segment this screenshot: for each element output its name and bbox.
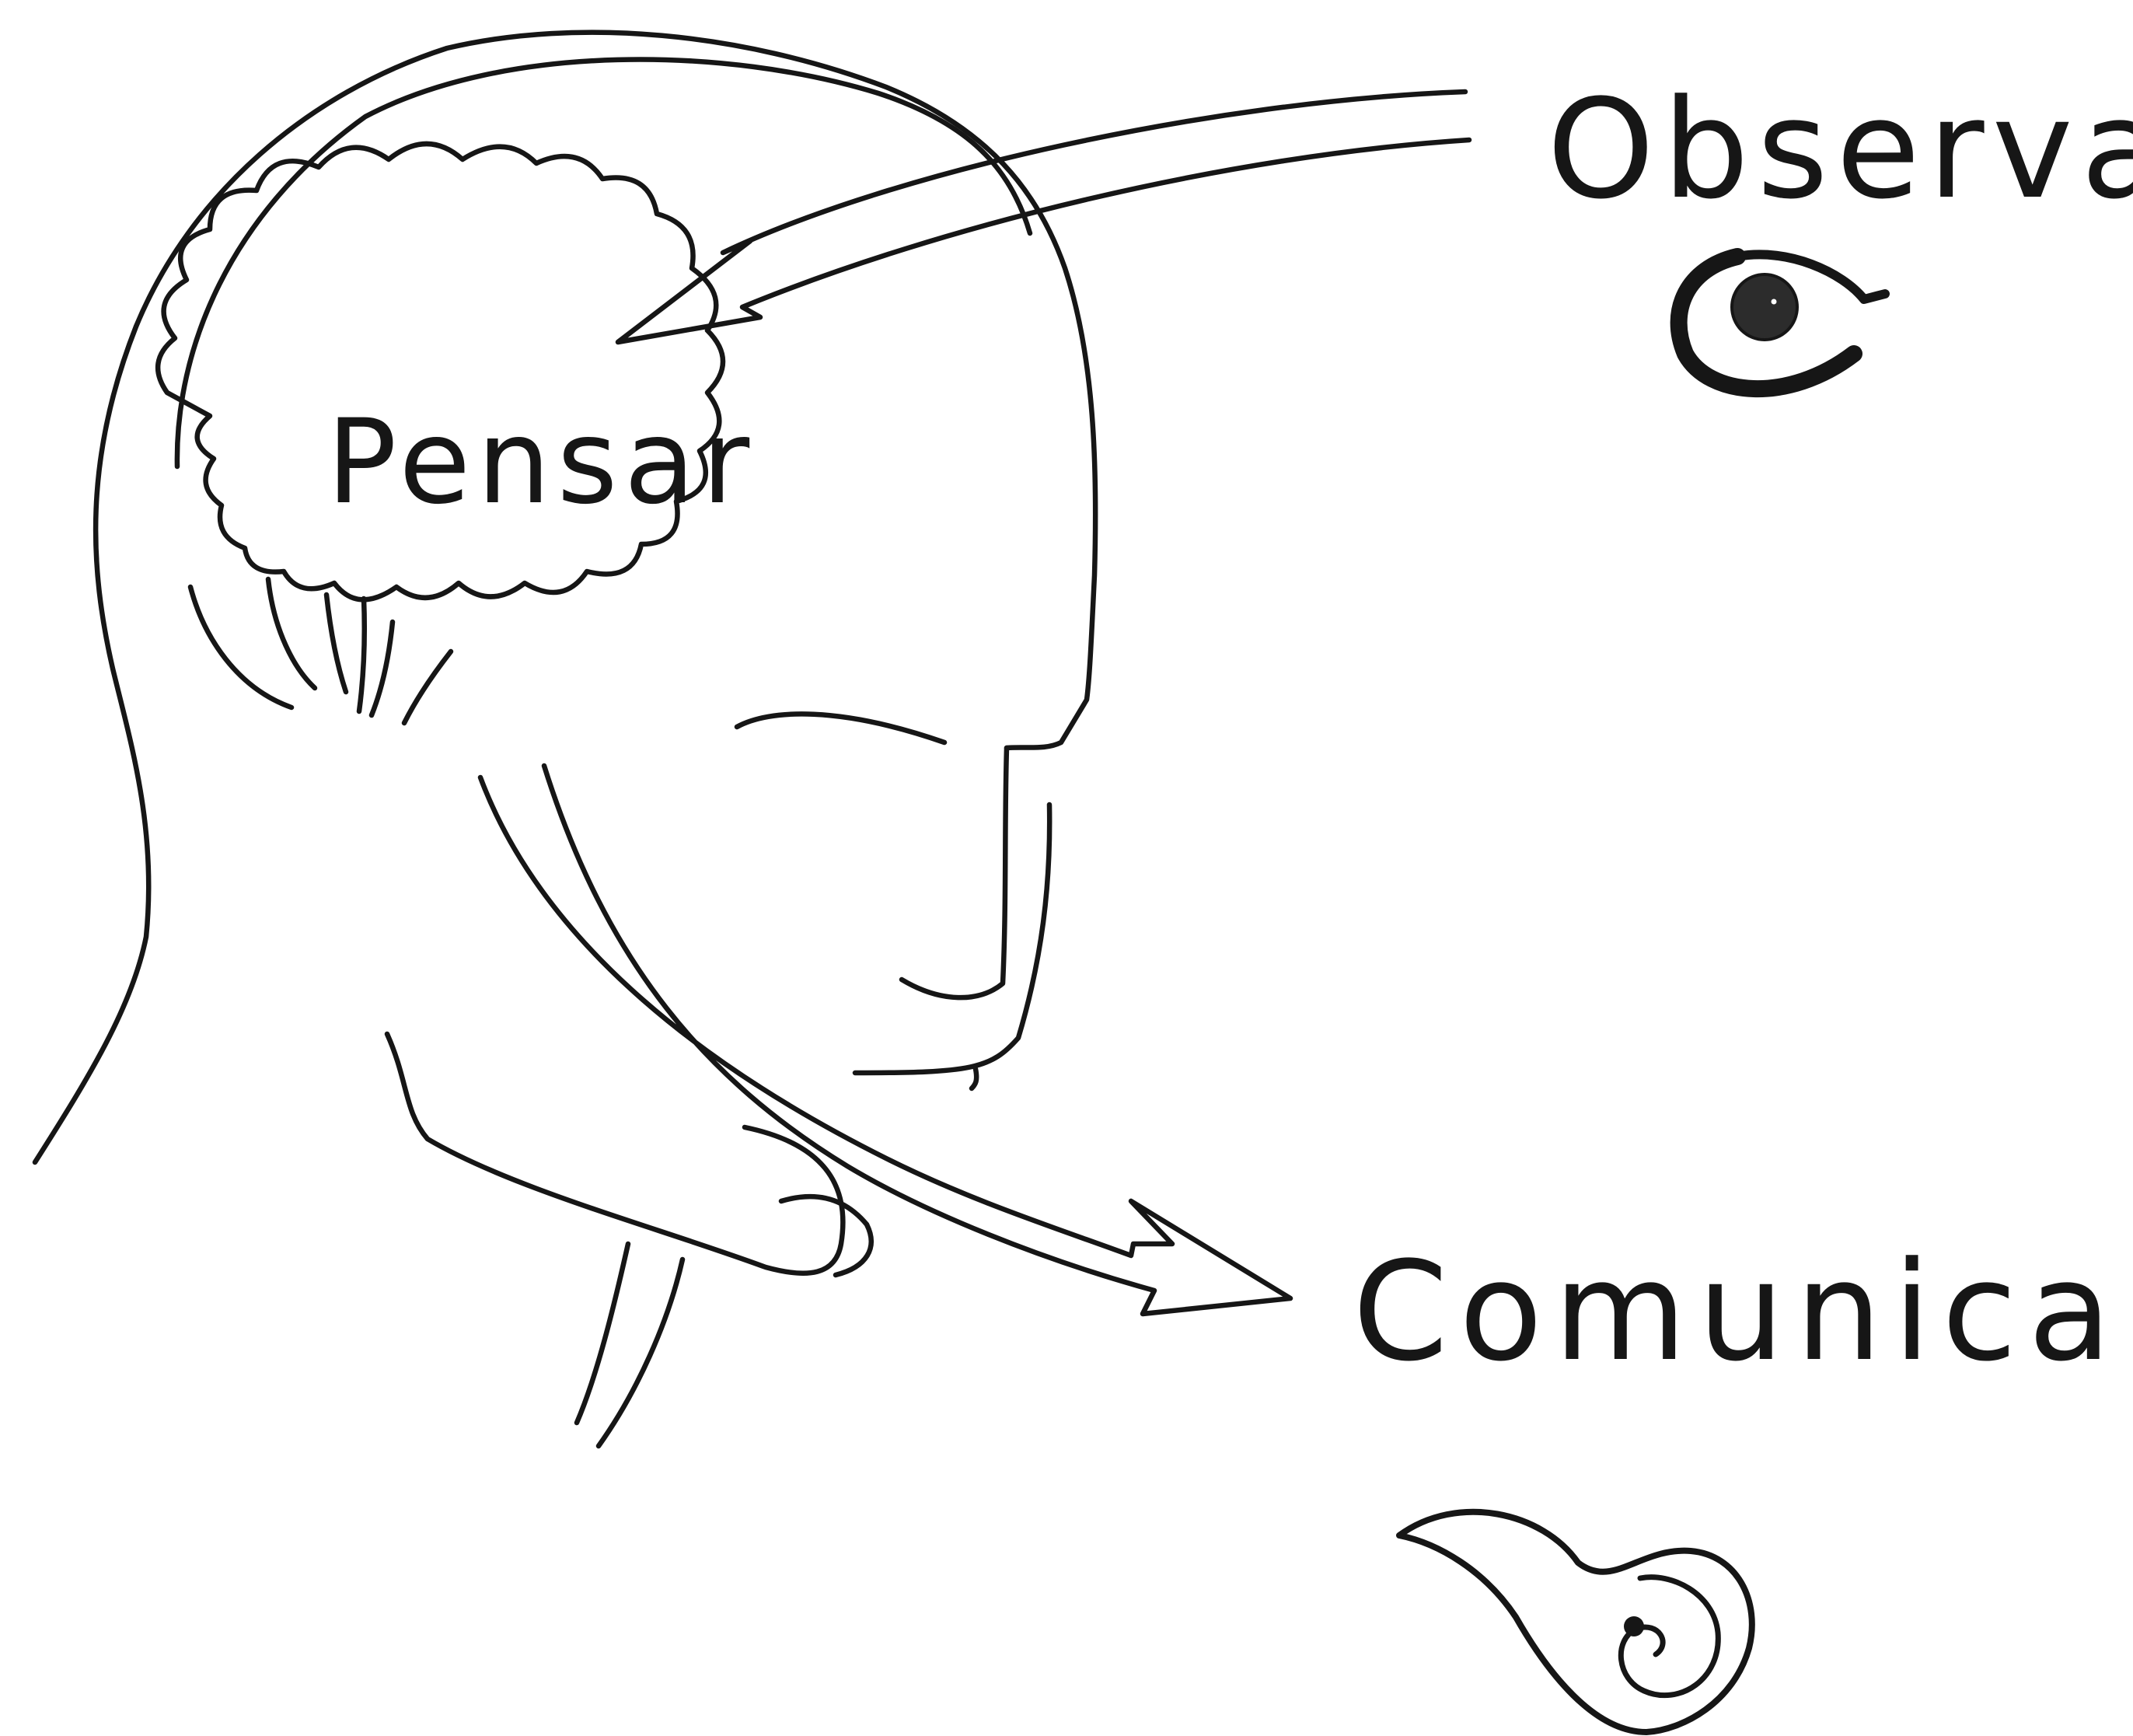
brain-stem-line [372,622,393,715]
brain-stem-line [326,595,346,692]
brain-stem-line [268,579,315,688]
eye-icon [1679,254,1885,389]
ear-icon [1399,1512,1752,1732]
collar-line [781,1196,871,1275]
face-jaw-line [902,748,1007,997]
neck-line [577,1244,628,1423]
brain-outline [158,144,723,599]
neck-line [599,1259,682,1446]
brain-stem-line [359,599,365,711]
neck-front-line [972,1069,976,1088]
observe-label: Observar [1547,82,2133,218]
think-to-communicate-arrow [480,766,1290,1314]
shoulder-line [387,1034,843,1273]
communicate-label: Comunicar [1353,1244,2133,1381]
think-label: Pensar [326,404,756,521]
brain-stem-line [190,587,291,707]
chin-line [855,805,1049,1073]
cheekbone-line [737,714,944,742]
brain-stem-line [404,651,451,723]
